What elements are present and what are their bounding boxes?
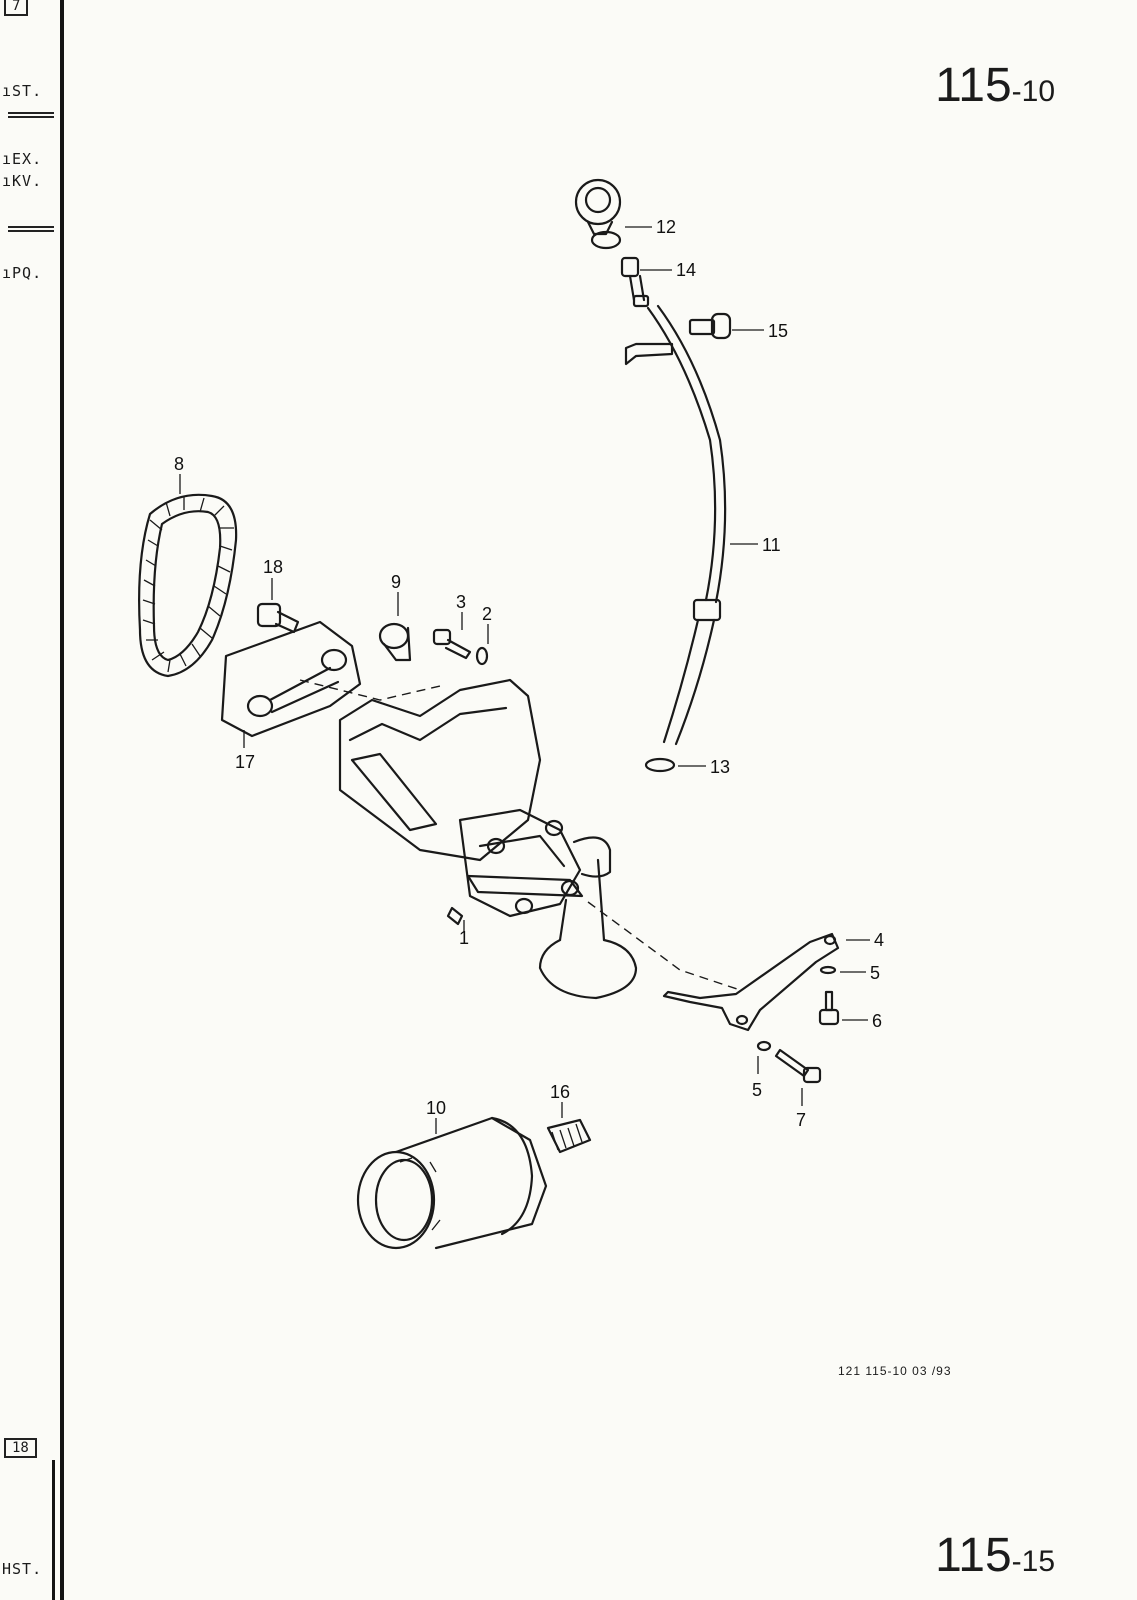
bolt-15 xyxy=(688,312,732,340)
callout-label: 7 xyxy=(796,1110,806,1130)
pin-1 xyxy=(446,906,464,926)
callout-label: 15 xyxy=(768,321,788,341)
bolt-6 xyxy=(818,990,840,1026)
callout-label: 10 xyxy=(426,1098,446,1118)
assembly-line xyxy=(299,679,441,701)
bolt-7 xyxy=(774,1048,822,1084)
callout-label: 3 xyxy=(456,592,466,612)
leader-lines xyxy=(179,226,870,1134)
margin-rule xyxy=(60,0,64,1600)
callout-label: 4 xyxy=(874,930,884,950)
sidebar-divider xyxy=(8,226,54,232)
page-number: 115-10 xyxy=(935,59,1055,112)
threaded-union xyxy=(546,1118,592,1154)
callout-label: 2 xyxy=(482,604,492,624)
callout-label: 18 xyxy=(263,557,283,577)
drive-chain xyxy=(138,493,238,678)
dipstick-seal xyxy=(620,256,650,308)
sidebar-label-pq: ıPQ. xyxy=(2,264,43,282)
callout-label: 11 xyxy=(762,535,781,555)
dipstick-handle xyxy=(574,178,622,250)
drawing-reference: 121 115-10 03 /93 xyxy=(838,1364,952,1378)
margin-rule-lower xyxy=(52,1460,55,1600)
baffle-bracket xyxy=(662,932,840,1032)
bolt-3 xyxy=(432,628,472,660)
sidebar-label-kv: ıKV. xyxy=(2,172,43,190)
top-page-tag: 7 xyxy=(4,0,29,16)
next-page-number: 115-15 xyxy=(935,1529,1055,1582)
bolt-18 xyxy=(256,602,300,634)
sidebar-divider xyxy=(8,112,54,118)
callout-label: 6 xyxy=(872,1011,882,1031)
callout-label: 16 xyxy=(550,1082,570,1102)
sidebar-label-hst: HST. xyxy=(2,1560,43,1578)
callout-label: 9 xyxy=(391,572,401,592)
sprocket-cover xyxy=(220,620,362,738)
bottom-page-tag: 18 xyxy=(4,1438,37,1458)
callout-label: 5 xyxy=(752,1080,762,1100)
washer-2 xyxy=(475,646,489,666)
assembly-line xyxy=(587,901,741,991)
callout-label: 5 xyxy=(870,963,880,983)
sidebar-label-st: ıST. xyxy=(2,82,43,100)
dipstick-guide-tube xyxy=(624,304,727,746)
callout-label: 13 xyxy=(710,757,730,777)
callout-label: 12 xyxy=(656,217,676,237)
washer-5-lower xyxy=(756,1040,772,1052)
o-ring xyxy=(644,757,676,773)
oil-pump-housing xyxy=(338,678,638,1000)
oil-filter xyxy=(356,1116,548,1250)
callout-label: 1 xyxy=(459,928,469,948)
bush xyxy=(378,622,412,662)
callout-label: 14 xyxy=(676,260,696,280)
sidebar-label-ex: ıEX. xyxy=(2,150,43,168)
callout-label: 8 xyxy=(174,454,184,474)
callout-label: 17 xyxy=(235,752,255,772)
washer-5 xyxy=(819,965,837,975)
